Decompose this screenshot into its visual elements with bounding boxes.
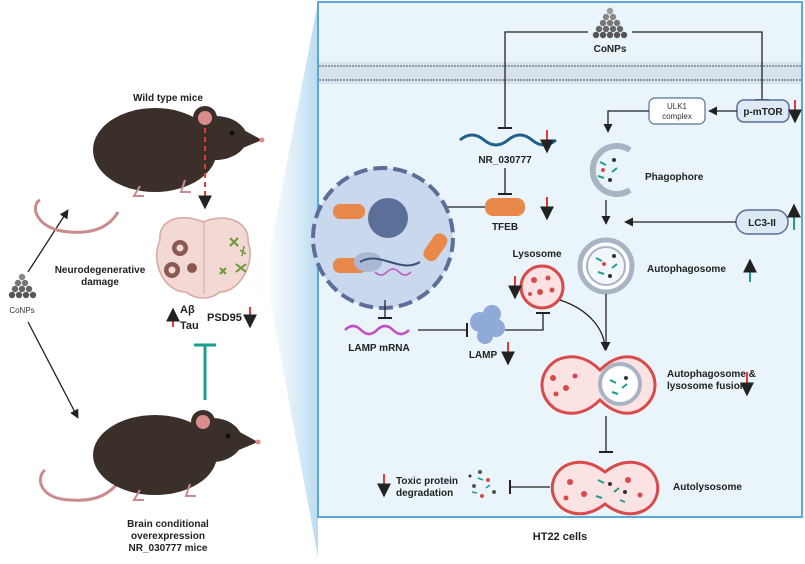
nr-label: NR_030777 bbox=[478, 155, 532, 166]
conps-pile-top-icon bbox=[592, 7, 628, 39]
autolysosome-label: Autolysosome bbox=[673, 482, 742, 493]
neuro-label-2: damage bbox=[81, 277, 119, 288]
zoom-funnel bbox=[270, 2, 318, 557]
tau-label: Tau bbox=[180, 320, 199, 332]
autophagosome-label: Autophagosome bbox=[647, 264, 726, 275]
conps-pile-left-icon bbox=[8, 273, 37, 299]
brain-cond-line1: Brain conditional bbox=[127, 519, 209, 530]
ulk1-to-phagophore-arrow bbox=[603, 110, 649, 133]
brain-cond-line3: NR_030777 mice bbox=[129, 543, 208, 554]
pmtor-label: p-mTOR bbox=[743, 107, 783, 118]
conps-to-pmtor-line bbox=[632, 31, 763, 100]
wild-type-label: Wild type mice bbox=[133, 93, 203, 104]
transgenic-mouse-icon bbox=[38, 410, 261, 502]
lysosome-icon bbox=[519, 264, 565, 310]
lamp-mrna-label: LAMP mRNA bbox=[348, 343, 409, 354]
conps-label-top: CoNPs bbox=[594, 44, 627, 55]
conps-to-nr-line bbox=[504, 31, 588, 128]
conps-label-left: CoNPs bbox=[9, 306, 34, 315]
protein-debris-icon bbox=[468, 470, 496, 498]
arrow-to-wildtype bbox=[27, 209, 69, 273]
lamp-label: LAMP bbox=[469, 350, 498, 361]
tfeb-protein-icon bbox=[485, 198, 525, 216]
autolysosome-icon bbox=[550, 460, 660, 516]
autophagosome-icon bbox=[577, 237, 635, 295]
lamp-mrna-wave-icon bbox=[344, 324, 410, 336]
lamp-to-lysosome-line bbox=[505, 313, 544, 331]
arrow-to-transgenic bbox=[27, 321, 79, 419]
fusion-icon bbox=[540, 355, 657, 415]
ulk1-line2: complex bbox=[662, 112, 692, 121]
ulk1-line1: ULK1 bbox=[667, 102, 688, 111]
neuro-label-1: Neurodegenerative bbox=[55, 265, 146, 276]
lc3-label: LC3-II bbox=[748, 218, 776, 229]
nucleus-icon bbox=[311, 166, 455, 310]
nr-rna-wave-icon bbox=[459, 133, 557, 147]
abeta-label: Aβ bbox=[180, 304, 195, 316]
wild-type-mouse-icon bbox=[34, 106, 265, 234]
cell-caption: HT22 cells bbox=[533, 531, 587, 543]
phagophore-icon bbox=[589, 143, 632, 197]
fusion-line2: lysosome fusion bbox=[667, 381, 746, 392]
toxic-line1: Toxic protein bbox=[396, 476, 458, 487]
tfeb-label: TFEB bbox=[492, 222, 518, 233]
brain-cond-line2: overexpression bbox=[131, 531, 205, 542]
psd95-label: PSD95 bbox=[207, 312, 242, 324]
cell-membrane bbox=[319, 62, 801, 84]
lamp-protein-icon bbox=[470, 305, 505, 344]
toxic-line2: degradation bbox=[396, 488, 453, 499]
fusion-line1: Autophagosome & bbox=[667, 369, 756, 380]
lysosome-label: Lysosome bbox=[512, 249, 562, 260]
brain-section-icon bbox=[155, 217, 251, 299]
phagophore-label: Phagophore bbox=[645, 172, 704, 183]
